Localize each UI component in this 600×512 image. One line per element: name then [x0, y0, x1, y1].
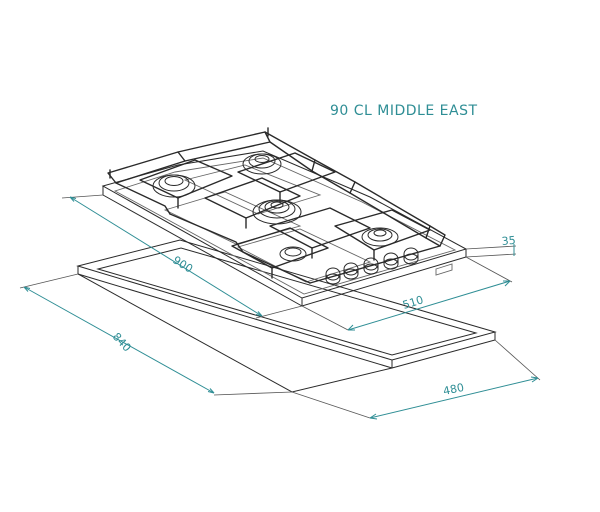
dimension-label-35: 35 [501, 234, 516, 248]
dimension-label-840: 840 [110, 330, 134, 354]
knob-1 [325, 267, 341, 285]
knob-4 [383, 252, 399, 270]
countertop-cutout [76, 239, 497, 393]
burner-front-small [279, 246, 307, 262]
burners [152, 153, 399, 262]
control-knobs [325, 247, 453, 285]
dim-line-510 [347, 280, 511, 331]
burner-center-wok [252, 199, 302, 225]
burner-rear-left [152, 174, 196, 198]
dim-line-840 [23, 286, 215, 394]
dimension-lines [23, 196, 539, 420]
knob-5 [403, 247, 419, 265]
extension-lines [19, 194, 541, 419]
dim-line-480 [369, 377, 539, 419]
knob-3 [363, 257, 379, 275]
dimension-label-480: 480 [442, 381, 465, 398]
burner-right [361, 227, 399, 247]
dimension-label-510: 510 [401, 293, 425, 312]
burner-rear-right [242, 153, 282, 175]
diagram-title: 90 CL MIDDLE EAST [330, 103, 478, 119]
dim-line-900 [69, 196, 263, 317]
knob-2 [343, 262, 359, 280]
pan-supports [107, 127, 446, 284]
igniter-button [435, 263, 453, 276]
